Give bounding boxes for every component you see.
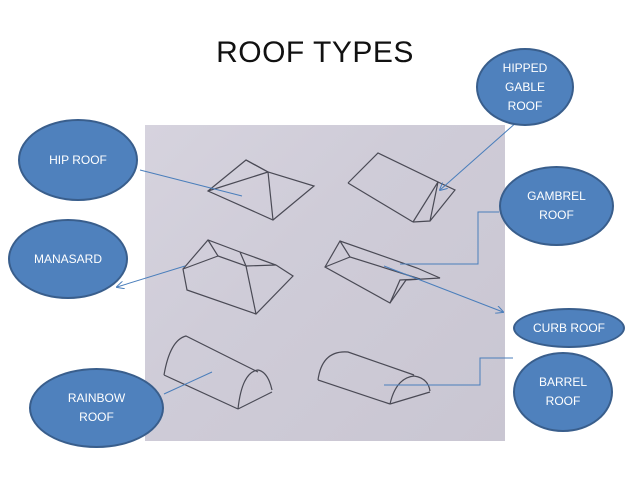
rainbow-roof-sketch [163,335,273,410]
label-curb-roof: CURB ROOF [533,320,605,335]
bubble-hipped-gable-roof: HIPPED GABLE ROOF [476,48,574,126]
manasard-sketch [182,239,294,315]
label-rainbow-roof: RAINBOW ROOF [67,391,126,424]
hip-roof-sketch [206,159,316,221]
connector-gambrel [400,211,499,265]
bubble-rainbow-roof: RAINBOW ROOF [29,368,164,448]
gambrel-roof-sketch [324,240,441,304]
bubble-gambrel-roof: GAMBREL ROOF [499,166,614,246]
label-gambrel-roof: GAMBREL ROOF [527,189,586,222]
bubble-barrel-roof: BARREL ROOF [513,352,613,432]
barrel-roof-sketch [317,351,431,405]
connector-manasard [117,265,186,287]
label-hipped-gable-roof: HIPPED GABLE ROOF [502,60,548,113]
connector-hip-roof [139,169,243,197]
label-barrel-roof: BARREL ROOF [538,375,588,408]
hipped-gable-roof-sketch [347,152,456,223]
connector-rainbow-roof [163,371,213,395]
sketch-photo [145,125,505,441]
connector-lines [117,120,519,395]
label-manasard: MANASARD [33,251,102,266]
bubble-manasard: MANASARD [8,219,128,299]
bubble-hip-roof: HIP ROOF [18,119,138,201]
connector-hipped-gable [440,120,519,190]
bubble-curb-roof: CURB ROOF [513,308,625,348]
slide-title: ROOF TYPES [216,36,414,69]
connector-barrel-roof [384,357,513,386]
label-hip-roof: HIP ROOF [49,152,107,167]
connector-curb-roof [383,265,503,312]
